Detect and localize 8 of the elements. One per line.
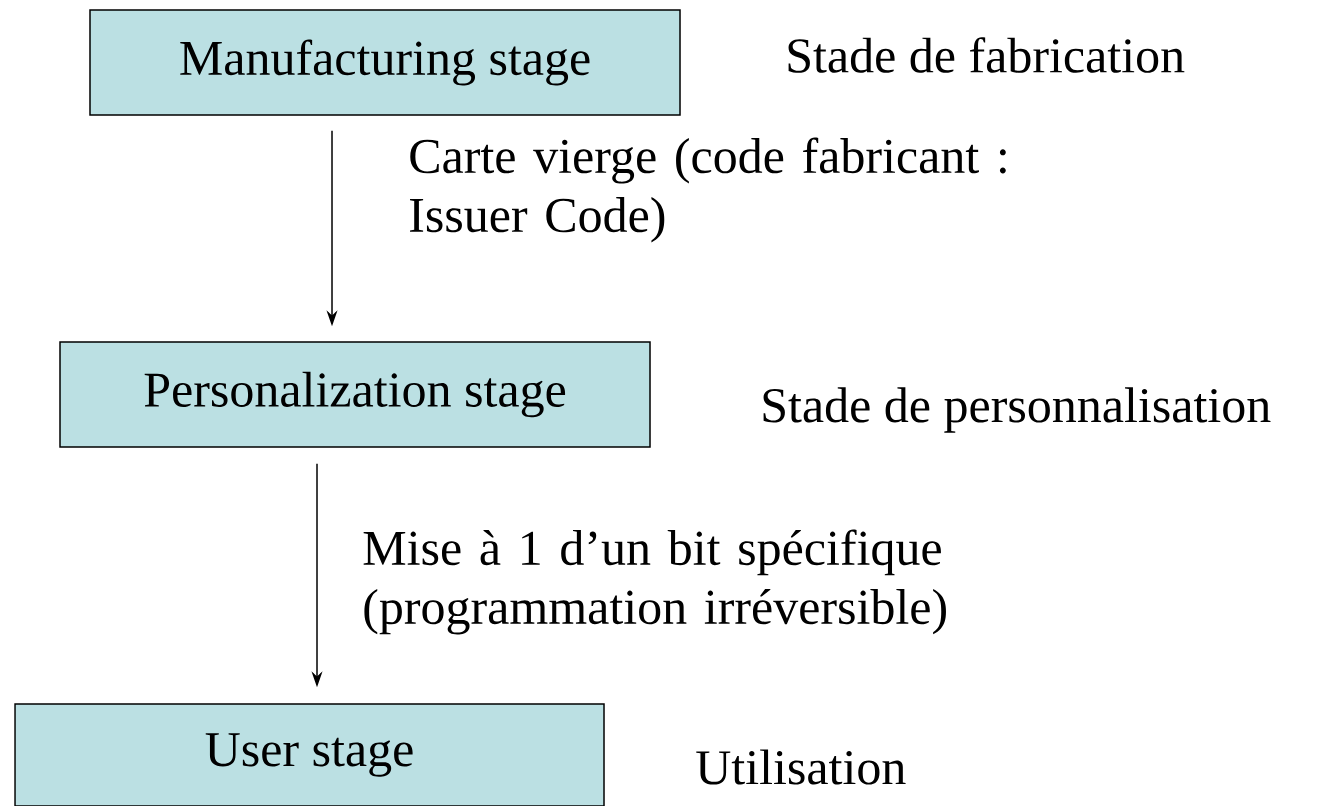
side-label: Stade de fabrication bbox=[788, 37, 1185, 73]
process-box: User stage bbox=[14, 703, 605, 806]
process-box: Personalization stage bbox=[59, 341, 651, 448]
process-box: Manufacturing stage bbox=[89, 9, 681, 116]
side-label: Utilisation bbox=[696, 749, 906, 785]
edge-label: Carte vierge (code fabricant : Issuer Code) bbox=[410, 137, 1006, 243]
side-label: Stade de personnalisation bbox=[763, 387, 1271, 433]
edge-label: Mise à 1 d’un bit spécifique (programmation irréversible) bbox=[363, 529, 946, 635]
